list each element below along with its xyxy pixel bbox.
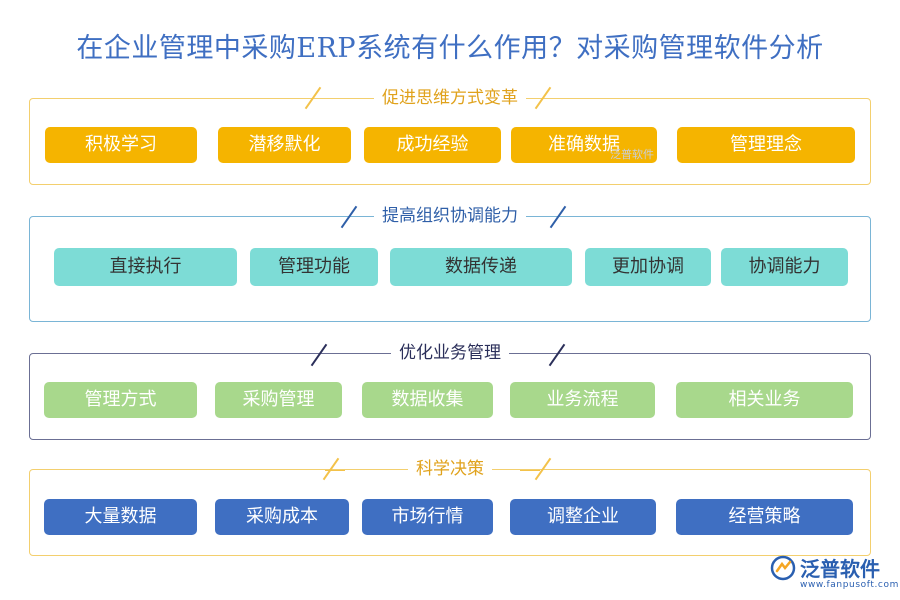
section-title: 促进思维方式变革 <box>30 86 870 110</box>
chip-item: 数据收集 <box>362 382 493 418</box>
section-title: 提高组织协调能力 <box>30 204 870 228</box>
brand-logo: 泛普软件 www.fanpusoft.com <box>770 553 898 598</box>
section-coordination: 提高组织协调能力 直接执行 管理功能 数据传递 更加协调 协调能力 <box>29 205 871 322</box>
chip-item: 采购成本 <box>215 499 349 535</box>
chip-item: 准确数据 <box>511 127 657 163</box>
chip-item: 管理功能 <box>250 248 378 286</box>
title-line-right <box>520 470 540 471</box>
logo-name: 泛普软件 <box>800 557 880 581</box>
logo-mark-icon <box>770 555 796 581</box>
page-title: 在企业管理中采购ERP系统有什么作用？对采购管理软件分析 <box>76 33 824 64</box>
chip-item: 采购管理 <box>215 382 342 418</box>
chip-item: 市场行情 <box>362 499 493 535</box>
chip-item: 业务流程 <box>510 382 655 418</box>
chip-item: 大量数据 <box>44 499 197 535</box>
section-business-management: 优化业务管理 管理方式 采购管理 数据收集 业务流程 相关业务 <box>29 343 871 440</box>
section-title: 优化业务管理 <box>30 341 870 365</box>
title-line-left <box>325 470 345 471</box>
section-scientific-decision: 科学决策 大量数据 采购成本 市场行情 调整企业 经营策略 <box>29 457 871 556</box>
chip-item: 更加协调 <box>585 248 711 286</box>
logo-url: www.fanpusoft.com <box>800 580 899 590</box>
chip-item: 积极学习 <box>45 127 197 163</box>
chip-item: 直接执行 <box>54 248 237 286</box>
section-title: 科学决策 <box>30 457 870 481</box>
chip-item: 管理理念 <box>677 127 855 163</box>
chip-item: 协调能力 <box>721 248 848 286</box>
chip-item: 相关业务 <box>676 382 853 418</box>
chip-item: 管理方式 <box>44 382 197 418</box>
chip-item: 数据传递 <box>390 248 572 286</box>
section-thinking-change: 促进思维方式变革 积极学习 潜移默化 成功经验 准确数据 管理理念 <box>29 86 871 185</box>
chip-item: 经营策略 <box>676 499 853 535</box>
chip-item: 调整企业 <box>510 499 656 535</box>
chip-item: 潜移默化 <box>218 127 351 163</box>
watermark: 泛普软件 <box>610 148 654 161</box>
chip-item: 成功经验 <box>364 127 501 163</box>
